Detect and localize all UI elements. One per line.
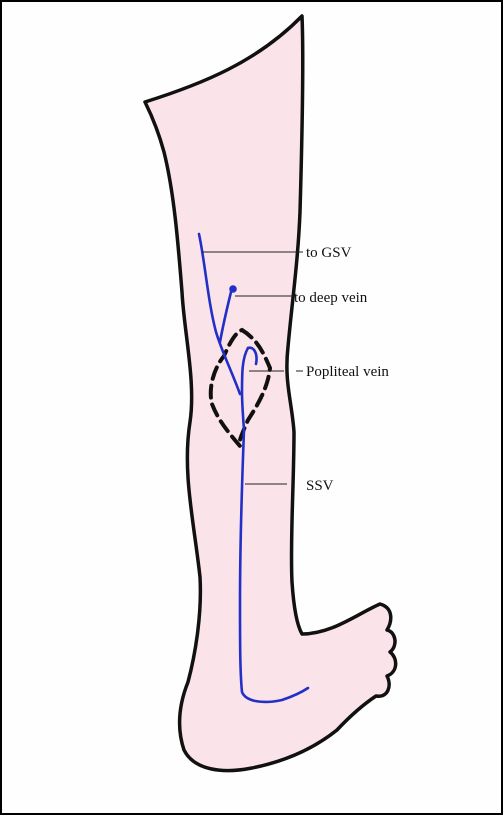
- leg-silhouette: [145, 16, 396, 771]
- label-popliteal-vein: Popliteal vein: [306, 364, 389, 380]
- label-to-gsv: to GSV: [306, 245, 352, 261]
- label-ssv: SSV: [306, 478, 334, 494]
- deep-vein-endpoint: [231, 287, 236, 292]
- label-to-deep-vein: to deep vein: [294, 290, 368, 306]
